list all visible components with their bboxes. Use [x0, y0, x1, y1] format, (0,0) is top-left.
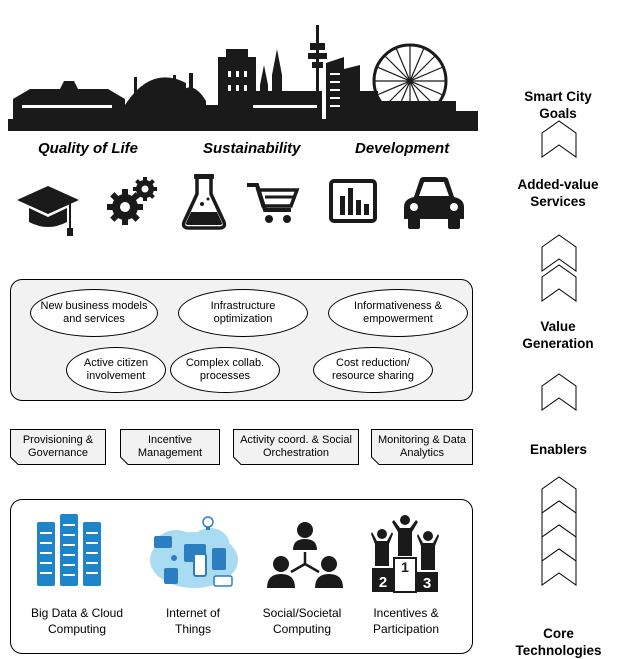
car-icon	[404, 177, 464, 229]
oval-cost-reduction: Cost reduction/ resource sharing	[313, 347, 433, 393]
enabler-monitoring: Monitoring & Data Analytics	[371, 429, 473, 465]
layer-value-generation: Value Generation	[522, 319, 594, 351]
layer-enablers: Enablers	[529, 442, 588, 457]
goal-quality-of-life: Quality of Life	[38, 140, 139, 157]
enabler-provisioning: Provisioning & Governance	[10, 429, 106, 465]
enabler-incentive-management: Incentive Management	[120, 429, 220, 465]
layer-core-technologies: Core Technologies	[515, 626, 602, 658]
core-label-iot: Internet of Things	[165, 606, 221, 636]
chevron-up-quad-icon	[541, 476, 577, 586]
podium-first: 1	[401, 559, 409, 575]
podium-third: 3	[423, 575, 431, 592]
graduation-cap-icon	[17, 186, 79, 236]
enabler-activity-coordination: Activity coord. & Social Orchestration	[233, 429, 359, 465]
oval-new-business-models: New business models and services	[30, 289, 158, 337]
iot-devices-icon	[150, 516, 238, 588]
server-rack-icon	[37, 514, 101, 586]
podium-second: 2	[379, 574, 387, 591]
core-label-incentives: Incentives & Participation	[372, 606, 440, 636]
chevron-up-double-icon	[541, 234, 577, 302]
oval-informativeness: Informativeness & empowerment	[328, 289, 468, 337]
shopping-cart-icon	[247, 183, 300, 223]
gears-icon	[107, 177, 157, 225]
flask-icon	[181, 174, 227, 230]
bar-chart-icon	[329, 179, 377, 223]
social-network-icon	[267, 522, 343, 588]
goal-development: Development	[355, 140, 450, 157]
layer-added-value-services: Added-value Services	[517, 177, 599, 209]
goal-sustainability: Sustainability	[203, 140, 301, 157]
city-skyline	[8, 25, 478, 131]
layer-smart-city-goals: Smart City Goals	[524, 89, 592, 121]
oval-active-citizen: Active citizen involvement	[66, 347, 166, 393]
chevron-up-icon	[541, 120, 577, 158]
core-label-big-data: Big Data & Cloud Computing	[30, 606, 124, 636]
oval-complex-collab: Complex collab. processes	[170, 347, 280, 393]
podium-icon: 2 1 3	[371, 515, 439, 593]
core-label-social-computing: Social/Societal Computing	[262, 606, 342, 636]
oval-infrastructure-optimization: Infrastructure optimization	[178, 289, 308, 337]
chevron-up-icon	[541, 373, 577, 411]
